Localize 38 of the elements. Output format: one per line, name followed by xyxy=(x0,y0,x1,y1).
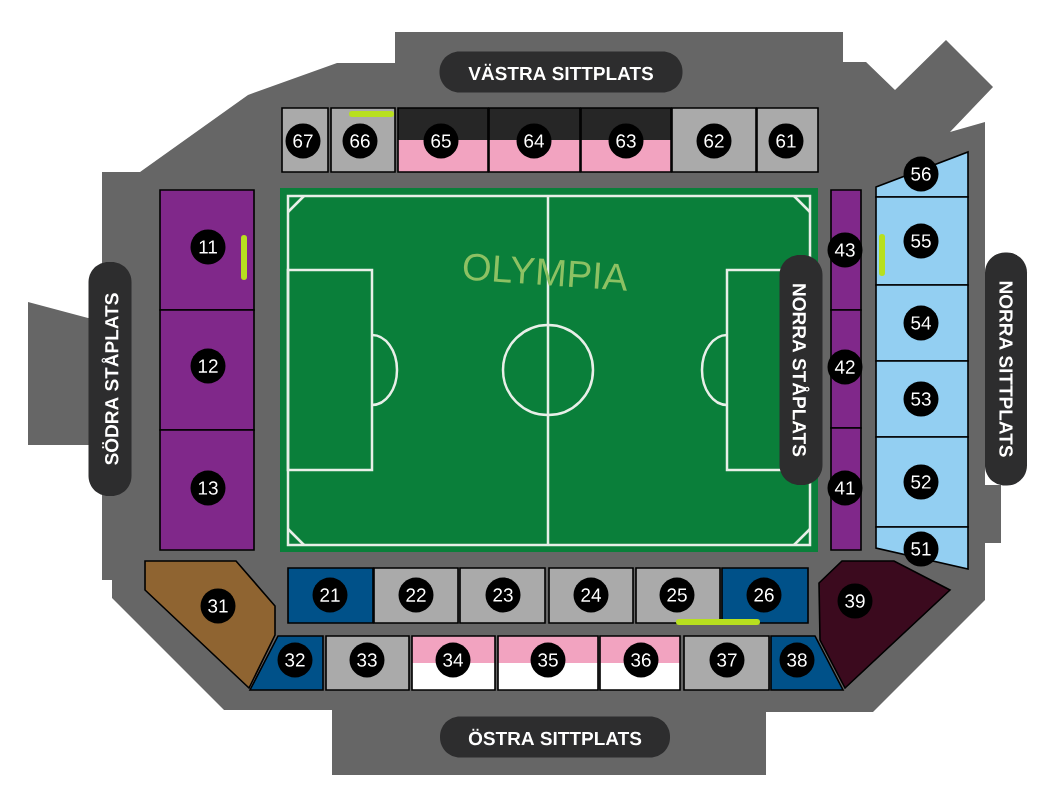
seat-section: 12 xyxy=(159,309,255,431)
seat-section: 24 xyxy=(548,567,634,624)
seat-section: 41 xyxy=(827,427,863,551)
seat-section: 64 xyxy=(488,107,581,173)
stand-label: NORRA SITTPLATS xyxy=(985,252,1027,486)
seat-section: 61 xyxy=(756,107,819,173)
seat-section: 63 xyxy=(580,107,672,173)
seat-section: 39 xyxy=(818,560,952,690)
seat-section: 38 xyxy=(770,635,845,691)
seat-section: 66 xyxy=(330,107,396,173)
seat-section: 13 xyxy=(159,429,255,551)
seat-section: 31 xyxy=(144,560,276,690)
seat-section: 43 xyxy=(827,189,863,311)
stand-label: SÖDRA STÅPLATS xyxy=(88,262,132,496)
seat-section: 21 xyxy=(287,567,374,624)
seat-section: 56 xyxy=(875,150,969,198)
seat-section: 22 xyxy=(373,567,459,624)
seat-section: 34 xyxy=(411,635,496,691)
seat-section: 51 xyxy=(875,526,969,570)
seat-section: 11 xyxy=(159,189,255,311)
seat-section: 26 xyxy=(721,567,809,624)
seat-section: 33 xyxy=(325,635,410,691)
seat-section: 23 xyxy=(459,567,546,624)
seat-section: 62 xyxy=(671,107,757,173)
seat-section: 53 xyxy=(875,360,969,438)
stand-label: VÄSTRA SITTPLATS xyxy=(439,51,683,93)
seat-section: 25 xyxy=(635,567,721,624)
seat-section: 67 xyxy=(281,107,329,173)
seat-section: 42 xyxy=(827,309,863,429)
seat-section: 54 xyxy=(875,284,969,362)
seat-section: 65 xyxy=(397,107,489,173)
stadium-name: OLYMPIA xyxy=(463,253,627,291)
seat-section: 37 xyxy=(683,635,770,691)
stand-label: ÖSTRA SITTPLATS xyxy=(440,716,670,758)
seat-section: 55 xyxy=(875,196,969,286)
stand-label: NORRA STÅPLATS xyxy=(779,255,823,485)
seat-section: 36 xyxy=(599,635,681,691)
seat-section: 35 xyxy=(497,635,599,691)
